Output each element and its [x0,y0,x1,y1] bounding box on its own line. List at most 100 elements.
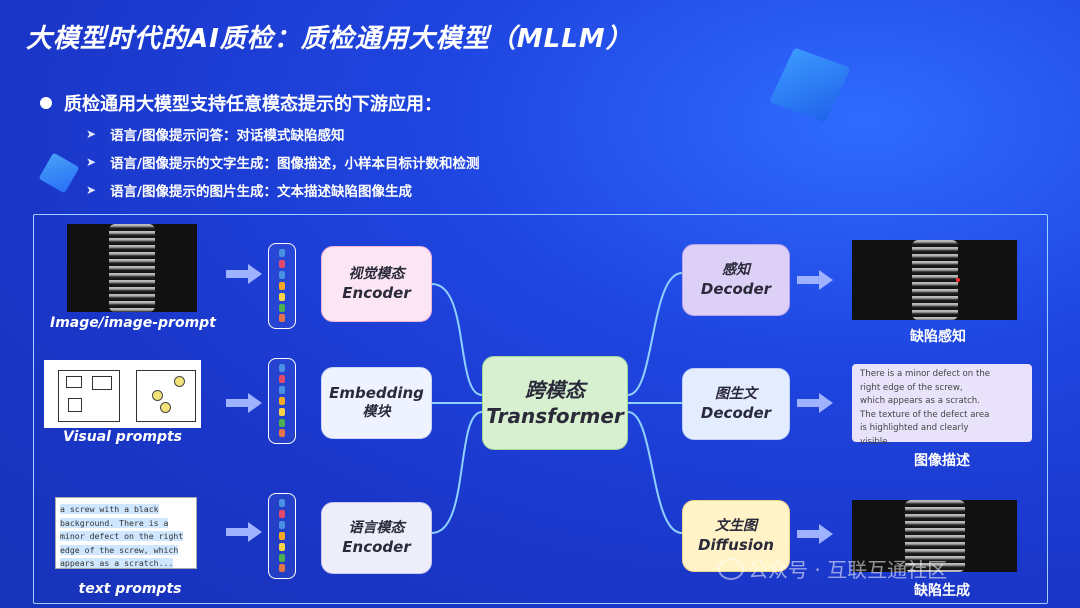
generated-defect-image [852,500,1017,572]
perception-decoder-module: 感知 Decoder [682,244,790,316]
defect-generation-caption: 缺陷生成 [914,583,970,599]
sub-bullet: ➤ 语言/图像提示问答：对话模式缺陷感知 [86,124,480,144]
module-line1: 视觉模态 [348,266,405,282]
token [279,292,285,301]
page-title: 大模型时代的AI质检：质检通用大模型（MLLM） [26,24,633,54]
arrow-bullet-icon: ➤ [86,183,97,197]
token [279,375,285,384]
connector-transformer-dec1 [627,272,683,396]
watermark: 公众号 · 互联互通社区 [718,554,947,583]
text-prompt-line: edge of the screw, which [60,544,179,555]
main-bullet: 质检通用大模型支持任意模态提示的下游应用： [40,90,480,116]
screw-coil [109,224,155,312]
bullet-list: 质检通用大模型支持任意模态提示的下游应用： ➤ 语言/图像提示问答：对话模式缺陷… [40,90,480,200]
token [279,542,285,551]
token [279,510,285,519]
module-line1: 图生文 [715,386,757,402]
language-encoder-module: 语言模态 Encoder [321,502,432,574]
text-prompt-line: a screw with a black [60,504,159,514]
module-line1: Embedding [329,384,424,402]
description-line: visible. [860,436,891,447]
sub-bullet-text: 语言/图像提示的文字生成：图像描述，小样本目标计数和检测 [110,156,480,172]
token [279,260,285,269]
visual-prompts-caption: Visual prompts [63,429,182,445]
image-description-box: There is a minor defect on the right edg… [852,364,1032,447]
description-line: which appears as a scratch. [860,396,980,406]
prompt-panel [58,370,120,422]
watermark-text: 公众号 · 互联互通社区 [748,558,948,582]
text-prompt-line: background. There is a [60,517,169,528]
point-prompt [174,376,185,387]
sub-bullet: ➤ 语言/图像提示的文字生成：图像描述，小样本目标计数和检测 [86,152,480,172]
screw-coil [904,500,965,572]
module-line2: Transformer [486,404,624,428]
token [279,531,285,540]
token [279,418,285,427]
wechat-icon [718,558,744,580]
point-prompt [160,402,171,413]
box-prompt [66,376,82,388]
bullet-dot-icon [40,97,52,109]
image-to-text-decoder-module: 图生文 Decoder [682,368,790,440]
arrow-bullet-icon: ➤ [86,155,97,169]
module-line2: Encoder [342,538,411,556]
sub-bullet-text: 语言/图像提示的图片生成：文本描述缺陷图像生成 [110,184,412,200]
token [279,429,285,438]
diagram-frame [33,214,1048,604]
module-line2: Encoder [342,284,411,302]
token [279,553,285,562]
sub-bullet-text: 语言/图像提示问答：对话模式缺陷感知 [110,128,345,144]
box-prompt [68,398,82,412]
right-arrow-icon [226,522,262,542]
token [279,499,285,508]
token [279,303,285,312]
connector-enc3-transformer [431,411,483,534]
text-prompt-line: minor defect on the right [60,531,184,541]
right-arrow-icon [797,393,833,413]
defect-perception-image [852,240,1017,320]
token [279,271,285,280]
token [279,249,285,258]
prompt-panel [136,370,196,422]
defect-marker [956,278,960,282]
connector-transformer-diff [627,411,683,534]
text-prompts-caption: text prompts [78,581,182,597]
right-arrow-icon [226,264,262,284]
screw-coil [911,240,958,320]
token [279,407,285,416]
cross-modal-transformer-module: 跨模态 Transformer [482,356,628,450]
module-line1: 语言模态 [348,520,405,536]
description-line: right edge of the screw, [860,382,963,393]
arrow-bullet-icon: ➤ [86,127,97,141]
module-line1: 感知 [722,262,750,278]
visual-encoder-module: 视觉模态 Encoder [321,246,432,322]
token [279,281,285,290]
module-line2: 模块 [362,404,391,420]
token [279,364,285,373]
text-prompt-line: appears as a scratch... [60,558,174,568]
connector-enc1-transformer [431,283,483,396]
token [279,521,285,530]
token-sequence [268,243,296,329]
token [279,386,285,395]
sub-bullet: ➤ 语言/图像提示的图片生成：文本描述缺陷图像生成 [86,180,480,200]
visual-prompt-image [44,360,201,428]
module-line2: Decoder [700,404,772,422]
token [279,314,285,323]
module-line2: Diffusion [698,536,774,554]
module-line1: 跨模态 [525,378,585,402]
right-arrow-icon [226,393,262,413]
point-prompt [152,390,163,401]
right-arrow-icon [797,524,833,544]
embedding-module: Embedding 模块 [321,367,432,439]
image-prompt-caption: Image/image-prompt [50,315,216,331]
description-line: There is a minor defect on the [860,369,991,379]
description-line: is highlighted and clearly [860,423,969,433]
box-prompt [92,376,112,390]
module-line1: 文生图 [715,518,757,534]
image-description-caption: 图像描述 [914,453,970,469]
text-prompt-box: a screw with a black background. There i… [55,497,197,569]
defect-perception-caption: 缺陷感知 [910,329,966,345]
main-bullet-text: 质检通用大模型支持任意模态提示的下游应用： [64,94,442,115]
